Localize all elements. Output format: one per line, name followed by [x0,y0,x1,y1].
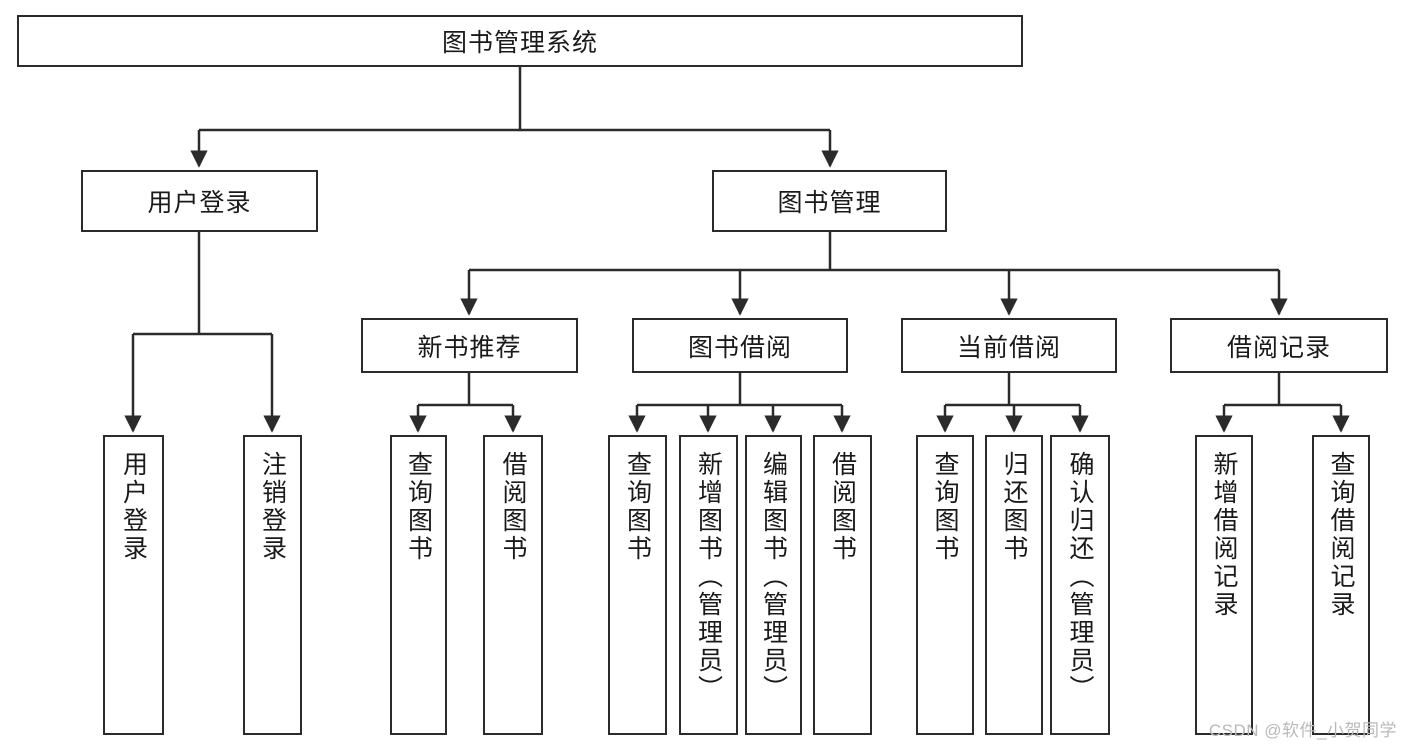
leaf-label: 查询图书 [931,451,959,563]
leaf-label: 用户登录 [119,451,148,563]
node-new-book-recommend-label: 新书推荐 [417,333,522,362]
node-current-borrow-label: 当前借阅 [956,333,1061,362]
node-book-borrow[interactable]: 图书借阅 [632,318,848,373]
node-book-management[interactable]: 图书管理 [712,170,947,232]
node-user-login-label: 用户登录 [147,189,252,217]
leaf-label: 借阅图书 [828,451,857,563]
leaf-label: 借阅图书 [499,451,527,563]
leaf-book-borrow-edit[interactable]: 编辑图书（管理员） [745,435,802,735]
leaf-borrow-record-add[interactable]: 新增借阅记录 [1195,435,1253,735]
leaf-label: 归还图书 [1000,451,1028,563]
csdn-watermark: CSDN @软件_小贺同学 [1208,721,1397,740]
leaf-borrow-record-query[interactable]: 查询借阅记录 [1312,435,1370,735]
leaf-label: 确认归还（管理员） [1066,451,1094,703]
leaf-label: 新增图书（管理员） [694,451,723,703]
leaf-new-book-query[interactable]: 查询图书 [390,435,447,735]
node-borrow-record-label: 借阅记录 [1226,333,1331,362]
node-current-borrow[interactable]: 当前借阅 [901,318,1117,373]
leaf-book-borrow-borrow[interactable]: 借阅图书 [813,435,872,735]
leaf-label: 注销登录 [258,451,287,563]
leaf-label: 编辑图书（管理员） [759,451,788,703]
leaf-label: 新增借阅记录 [1210,451,1238,619]
leaf-current-borrow-confirm[interactable]: 确认归还（管理员） [1050,435,1110,735]
leaf-label: 查询图书 [623,451,652,563]
node-book-management-label: 图书管理 [777,189,882,217]
node-borrow-record[interactable]: 借阅记录 [1170,318,1388,373]
leaf-user-login-logout[interactable]: 注销登录 [243,435,302,735]
leaf-user-login-login[interactable]: 用户登录 [103,435,164,735]
leaf-label: 查询借阅记录 [1327,451,1355,619]
leaf-book-borrow-add[interactable]: 新增图书（管理员） [679,435,738,735]
node-root-label: 图书管理系统 [441,29,598,57]
node-new-book-recommend[interactable]: 新书推荐 [361,318,578,373]
leaf-label: 查询图书 [404,451,433,563]
node-user-login[interactable]: 用户登录 [81,170,318,232]
node-book-borrow-label: 图书借阅 [687,333,792,362]
leaf-new-book-borrow[interactable]: 借阅图书 [483,435,543,735]
leaf-current-borrow-return[interactable]: 归还图书 [985,435,1043,735]
leaf-current-borrow-query[interactable]: 查询图书 [916,435,974,735]
node-root[interactable]: 图书管理系统 [17,15,1023,67]
leaf-book-borrow-query[interactable]: 查询图书 [608,435,667,735]
